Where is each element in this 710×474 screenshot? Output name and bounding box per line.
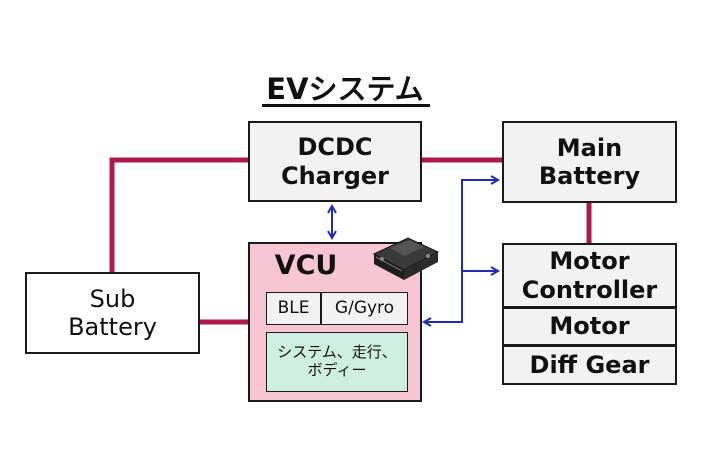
vcu-box: VCU BLE G/Gyro システム、走行、 ボディー: [248, 242, 422, 402]
main-battery-label-2: Battery: [538, 162, 641, 190]
sub-battery-label-1: Sub: [89, 284, 136, 313]
sub-battery-label-2: Battery: [68, 313, 157, 341]
ble-box: BLE: [266, 292, 321, 325]
dcdc-charger-box: DCDC Charger: [248, 121, 422, 202]
motor-controller-label-2: Controller: [521, 275, 658, 304]
functions-box: システム、走行、 ボディー: [266, 332, 408, 392]
dcdc-charger-label-2: Charger: [280, 161, 390, 190]
signal-vcu-to-main-battery: [424, 180, 498, 322]
functions-label-1: システム、走行、: [277, 343, 397, 362]
main-battery-box: Main Battery: [502, 121, 677, 203]
vcu-label: VCU: [274, 250, 338, 281]
motor-controller-label-1: Motor: [549, 247, 630, 276]
title-underline: [262, 104, 430, 107]
diff-gear-box: Diff Gear: [502, 346, 677, 385]
motor-controller-box: Motor Controller: [502, 243, 677, 308]
gyro-box: G/Gyro: [321, 292, 408, 325]
dcdc-charger-label-1: DCDC: [297, 133, 373, 162]
vcu-module-icon: [372, 237, 440, 280]
functions-label-2: ボディー: [307, 361, 367, 379]
diagram-title: EVシステム: [266, 72, 424, 106]
power-line-sub-to-dcdc: [109, 157, 248, 272]
main-battery-label-1: Main: [556, 133, 623, 162]
sub-battery-box: Sub Battery: [25, 272, 200, 354]
motor-box: Motor: [502, 308, 677, 346]
